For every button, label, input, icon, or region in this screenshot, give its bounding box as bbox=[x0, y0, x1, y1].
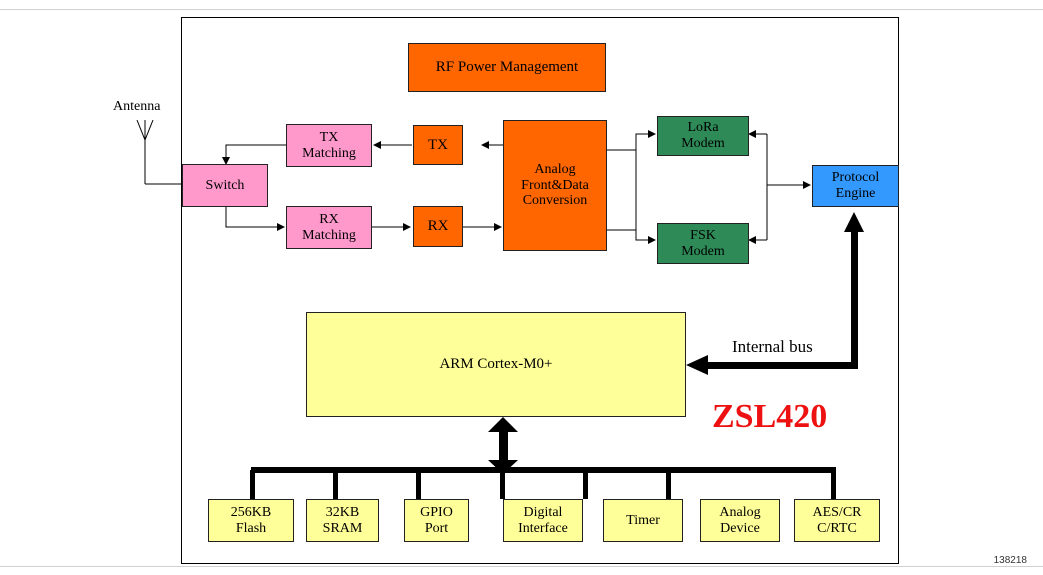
antenna-label: Antenna bbox=[113, 99, 161, 114]
peripheral-analog-device: Analog Device bbox=[700, 499, 780, 542]
afe-to-lora-arrow bbox=[607, 130, 656, 151]
internal-bus-vertical bbox=[851, 228, 858, 369]
chip-frame bbox=[181, 17, 899, 564]
switch-block: Switch bbox=[182, 164, 268, 207]
bus-drop-5 bbox=[583, 470, 588, 499]
switch-to-rx-matching-arrow bbox=[225, 206, 285, 231]
peripheral-flash: 256KB Flash bbox=[208, 499, 294, 542]
protocol-engine-block: Protocol Engine bbox=[812, 165, 899, 207]
rx-matching-block: RX Matching bbox=[286, 206, 372, 249]
peripheral-aes-crc-rtc: AES/CR C/RTC bbox=[794, 499, 880, 542]
internal-bus-horizontal bbox=[704, 362, 858, 369]
analog-front-data-conversion-block: Analog Front&Data Conversion bbox=[503, 120, 607, 251]
afe-to-fsk-arrow bbox=[607, 229, 656, 244]
peripheral-gpio-port: GPIO Port bbox=[404, 499, 469, 542]
tx-matching-block: TX Matching bbox=[286, 124, 372, 167]
fsk-modem-block: FSK Modem bbox=[657, 223, 749, 264]
peripheral-bus bbox=[251, 467, 836, 473]
lora-modem-block: LoRa Modem bbox=[657, 116, 749, 156]
chip-title: ZSL420 bbox=[712, 398, 828, 435]
bus-drop-1 bbox=[250, 470, 255, 499]
bus-drop-2 bbox=[333, 470, 338, 499]
peripheral-digital-interface: Digital Interface bbox=[503, 499, 583, 542]
rf-power-management-block: RF Power Management bbox=[408, 43, 606, 92]
bus-drop-4 bbox=[500, 470, 505, 499]
cpu-bus-shaft bbox=[499, 428, 508, 466]
top-rule bbox=[0, 9, 1043, 10]
bus-drop-3 bbox=[416, 470, 421, 499]
internal-bus-label: Internal bus bbox=[732, 337, 813, 356]
arm-cortex-m0-block: ARM Cortex-M0+ bbox=[306, 312, 686, 417]
figure-id: 138218 bbox=[993, 555, 1027, 566]
cpu-bus-arrowhead-up bbox=[488, 417, 518, 432]
antenna-arm-right bbox=[144, 119, 154, 141]
bus-drop-7 bbox=[831, 470, 836, 499]
tx-matching-to-switch-arrow bbox=[222, 144, 286, 165]
bottom-rule bbox=[0, 566, 1043, 567]
internal-bus-arrowhead-up bbox=[844, 212, 864, 232]
bus-drop-6 bbox=[666, 470, 671, 499]
rx-block: RX bbox=[413, 206, 463, 247]
antenna-arm-left bbox=[136, 119, 146, 141]
peripheral-sram: 32KB SRAM bbox=[306, 499, 379, 542]
tx-block: TX bbox=[413, 125, 463, 165]
internal-bus-arrowhead-left bbox=[686, 355, 708, 375]
peripheral-timer: Timer bbox=[603, 499, 683, 542]
